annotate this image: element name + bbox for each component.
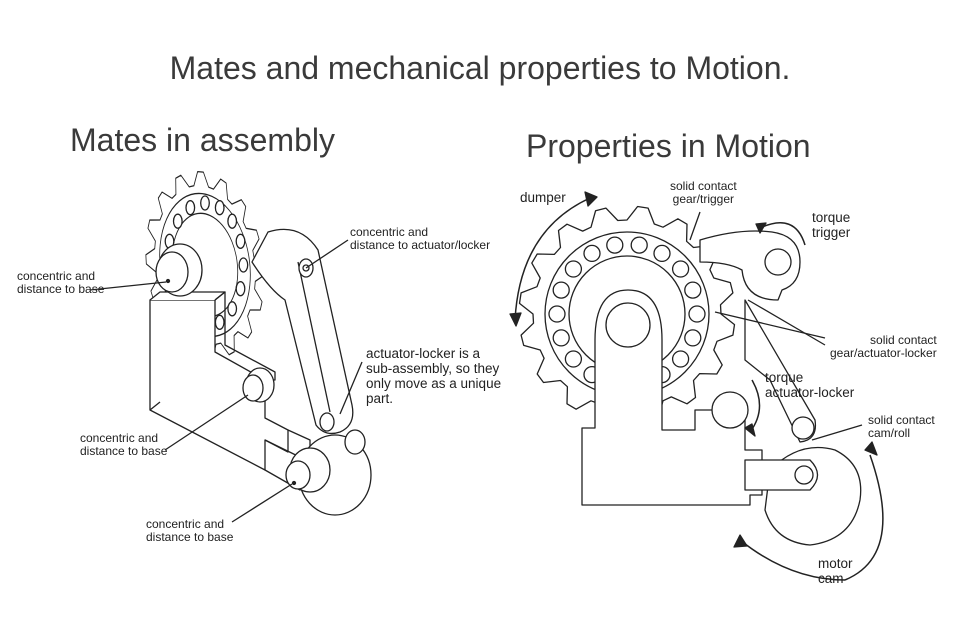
gear-hole [630, 236, 648, 254]
gear-hole [552, 281, 570, 299]
gear-hole [235, 281, 246, 297]
gear-hole [185, 200, 196, 216]
label-concentric-base-top: concentric and distance to base [17, 269, 105, 296]
left-panel-heading: Mates in assembly [70, 122, 335, 158]
label-torque-trigger: torque trigger [812, 210, 851, 240]
gear-hole [688, 305, 706, 323]
gear-hole [214, 200, 225, 216]
label-solid-contact-gear-trigger: solid contact gear/trigger [670, 179, 737, 206]
gear-hole [671, 260, 690, 278]
gear-hole [238, 257, 249, 273]
gear-hole [200, 195, 210, 211]
right-panel-heading: Properties in Motion [526, 128, 811, 164]
label-subassembly-note: actuator-locker is a sub-assembly, so th… [366, 346, 502, 406]
motor-cam-arrow [844, 454, 884, 581]
label-concentric-actuator: concentric and distance to actuator/lock… [350, 225, 491, 252]
gear-hole [548, 305, 566, 323]
roll-iso [344, 429, 366, 455]
gear-hole [583, 244, 601, 263]
gear-hole [684, 281, 702, 299]
label-concentric-base-mid: concentric and distance to base [80, 431, 168, 458]
dumper-arrow [514, 197, 591, 321]
gear-hole [671, 350, 690, 368]
gear-hole [227, 301, 238, 317]
label-dumper: dumper [520, 190, 566, 205]
shaft-front [711, 391, 749, 429]
label-concentric-base-bottom: concentric and distance to base [146, 517, 234, 544]
gear-hole [227, 213, 238, 229]
gear-hole [235, 233, 246, 249]
gear-hole [684, 329, 702, 347]
page-title: Mates and mechanical properties to Motio… [169, 50, 791, 86]
label-solid-contact-cam-roll: solid contact cam/roll [868, 413, 935, 440]
gear-hole [564, 260, 583, 278]
torque-trigger-arrow [759, 222, 806, 246]
gear-hole [552, 329, 570, 347]
gear-hole [564, 350, 583, 368]
label-motor-cam: motor cam [818, 556, 853, 586]
label-torque-actuator: torque actuator-locker [765, 370, 855, 400]
label-solid-contact-gear-actuator: solid contact gear/actuator-locker [830, 333, 937, 360]
gear-hole [653, 244, 671, 263]
gear-hole [172, 213, 183, 229]
actuator-link [251, 228, 354, 435]
actuator-locker [744, 299, 817, 443]
gear-hole [606, 236, 624, 254]
trigger [699, 230, 801, 301]
